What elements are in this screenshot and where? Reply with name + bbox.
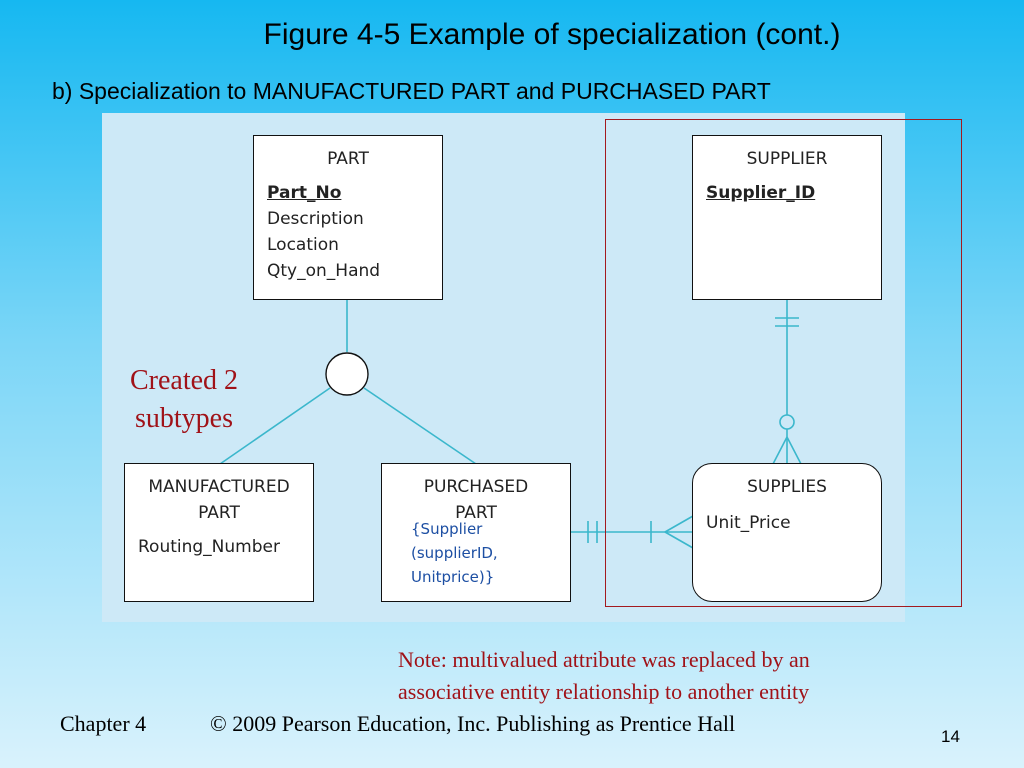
note-line: associative entity relationship to anoth…: [398, 679, 810, 704]
footer-copyright: © 2009 Pearson Education, Inc. Publishin…: [210, 711, 736, 736]
attribute: Unit_Price: [706, 513, 791, 533]
note-line: Note: multivalued attribute was replaced…: [398, 647, 810, 672]
subtype-line-purchased: [363, 387, 477, 465]
specialization-circle: [325, 352, 369, 396]
multivalued-line: (supplierID,: [411, 544, 498, 562]
supplies-crowfoot-right: [786, 436, 802, 465]
primary-key: Part_No: [267, 183, 342, 203]
manufactured-part-entity: MANUFACTURED PART Routing_Number: [124, 463, 314, 602]
multivalued-line: Unitprice)}: [411, 568, 495, 586]
attribute: Description: [267, 209, 364, 229]
page-number: 14: [941, 727, 960, 746]
highlight-box: [605, 119, 962, 607]
multivalued-note: Note: multivalued attribute was replaced…: [398, 644, 998, 708]
supplier-entity: SUPPLIER Supplier_ID: [692, 135, 882, 300]
entity-name-line1: PURCHASED: [423, 477, 529, 497]
slide-title: Figure 4-5 Example of specialization (co…: [263, 18, 841, 51]
multivalued-attribute: {Supplier (supplierID, Unitprice)}: [411, 517, 498, 589]
supplies-crowfoot-bottom: [664, 531, 694, 549]
entity-name: SUPPLIES: [747, 477, 827, 497]
entity-name: PART: [327, 149, 369, 169]
entity-name-line2: PART: [455, 503, 497, 523]
footer-chapter: Chapter 4: [60, 711, 147, 736]
supplies-crowfoot-left: [772, 436, 788, 465]
primary-key: Supplier_ID: [706, 183, 816, 203]
attribute: Location: [267, 235, 339, 255]
supplies-associative-entity: SUPPLIES Unit_Price: [692, 463, 882, 602]
annotation-line: Created 2: [129, 365, 239, 396]
entity-name: SUPPLIER: [746, 149, 828, 169]
supplies-optional-circle: [779, 414, 795, 430]
purchased-part-entity: PURCHASED PART: [381, 463, 571, 602]
entity-name-line1: MANUFACTURED: [148, 477, 290, 497]
subtype-line-manufactured: [219, 387, 331, 465]
entity-name-line2: PART: [198, 503, 240, 523]
supplies-crowfoot-top: [664, 515, 694, 533]
multivalued-line: {Supplier: [411, 520, 483, 538]
part-entity: PART Part_No Description Location Qty_on…: [253, 135, 443, 300]
annotation-line: subtypes: [135, 403, 233, 434]
slide-subtitle: b) Specialization to MANUFACTURED PART a…: [52, 78, 771, 104]
created-subtypes-annotation: Created 2 subtypes: [104, 362, 264, 438]
attribute: Routing_Number: [138, 537, 280, 557]
attribute: Qty_on_Hand: [267, 261, 381, 281]
